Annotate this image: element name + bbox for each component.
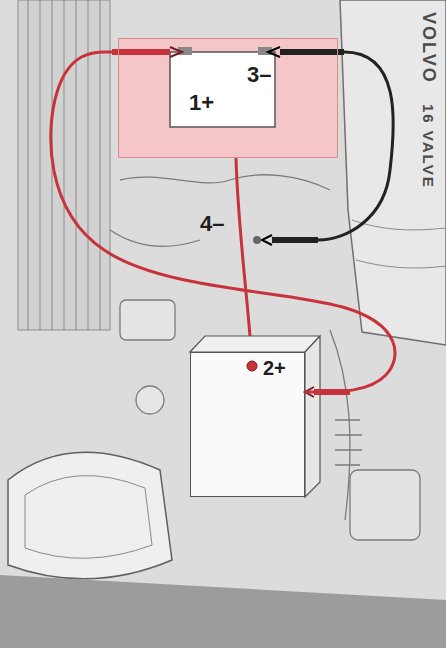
ground-clamp (253, 235, 318, 245)
black-cable (318, 52, 393, 240)
headlight-lens (25, 476, 152, 559)
clamp-jaw (268, 47, 280, 57)
battery-front (190, 352, 305, 497)
bumper-band (0, 575, 446, 648)
booster-panel (118, 38, 338, 158)
engine-mark: 16 VALVE (420, 104, 437, 189)
positive-terminal (247, 361, 257, 371)
callout-number: 4– (200, 212, 224, 236)
battery-top (190, 336, 320, 352)
black-clamp (268, 47, 344, 57)
reservoir (120, 300, 175, 340)
radiator (18, 0, 110, 330)
hose (120, 175, 330, 190)
red-clamp (112, 47, 182, 57)
clamp-jaw (170, 47, 182, 57)
car-battery: 2+ (190, 352, 305, 497)
brand-mark: VOLVO (418, 12, 438, 84)
hose (110, 230, 200, 247)
clamp-jaw (262, 235, 272, 245)
engine-cover-ridges (352, 220, 446, 268)
booster-battery: 1+ 3– (118, 38, 338, 158)
grille-lines (28, 0, 100, 330)
terminal-number: 1+ (189, 91, 214, 115)
clamp-handle (112, 49, 170, 55)
radiator-grille (18, 0, 110, 330)
ground-bolt (253, 236, 261, 244)
cap (136, 386, 164, 414)
jumper-cable (51, 52, 395, 392)
clamp-handle (280, 49, 344, 55)
booster-battery-body (170, 52, 275, 127)
battery-side (305, 336, 320, 497)
terminal-number: 3– (247, 63, 271, 87)
headlight (8, 452, 172, 579)
terminal-number: 2+ (263, 357, 286, 379)
clamp-handle (272, 237, 318, 243)
engine-block (350, 470, 420, 540)
ribs (335, 420, 362, 465)
battery-cable (236, 158, 252, 362)
hose (330, 330, 350, 520)
